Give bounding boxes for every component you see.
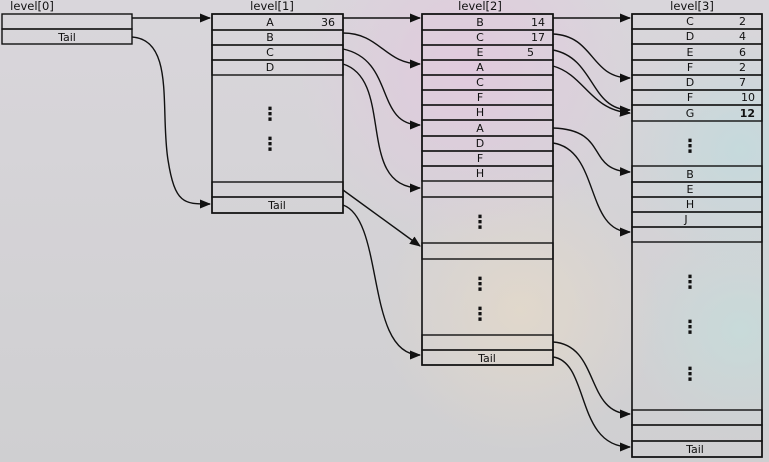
level3-key: D: [686, 76, 694, 89]
pointer-arrow: [552, 341, 632, 419]
level3-ellipsis: ⋮: [681, 364, 699, 385]
level3-key: H: [686, 198, 694, 211]
level2-key: D: [476, 137, 484, 150]
level3-row: [631, 196, 763, 213]
level1-row: [211, 44, 344, 61]
pointer-arrows: [131, 13, 632, 452]
level2-ellipsis: ⋮: [471, 274, 489, 295]
level3-value: 12: [740, 107, 755, 120]
level3-key: B: [686, 168, 694, 181]
level3-header: level[3]: [670, 0, 714, 13]
level2-key: A: [476, 61, 484, 74]
level1-row-empty: [211, 181, 344, 198]
pointer-arrow: [552, 356, 632, 452]
level1-key: A: [266, 16, 274, 29]
level3-ellipsis: ⋮: [681, 136, 699, 157]
level3-value: 4: [739, 30, 746, 43]
level2-value: 17: [531, 31, 545, 44]
level2-header: level[2]: [458, 0, 502, 13]
level2-row: [421, 150, 554, 167]
level2-key: C: [476, 31, 484, 44]
level1-key: D: [266, 61, 274, 74]
pointer-arrow: [552, 65, 632, 117]
pointer-arrow: [552, 33, 632, 83]
level2-row: [421, 119, 554, 137]
level2-key: F: [477, 91, 483, 104]
level3-key: F: [687, 61, 693, 74]
level3-row: [631, 211, 763, 228]
level3-row-empty: [631, 424, 763, 442]
level3-value: 7: [739, 76, 746, 89]
level2-column: B 14 C 17 E 5 A C F H A D F H ⋮ ⋮ ⋮ Tail: [421, 13, 554, 366]
level2-row: [421, 135, 554, 152]
level3-key: G: [686, 107, 695, 120]
pointer-arrow: [342, 189, 421, 247]
level3-row-empty: [631, 409, 763, 426]
level3-ellipsis: ⋮: [681, 272, 699, 293]
level1-ellipsis: ⋮: [261, 134, 279, 155]
level1-key: C: [266, 46, 274, 59]
level2-key: F: [477, 152, 483, 165]
level2-key: H: [476, 106, 484, 119]
level3-tail-label: Tail: [685, 443, 704, 456]
level2-row: [421, 89, 554, 106]
level2-key: E: [477, 46, 484, 59]
level2-key: B: [476, 16, 484, 29]
level3-row-tail: [631, 440, 763, 458]
level3-value: 10: [741, 91, 755, 104]
level1-column: A 36 B C D ⋮ ⋮ Tail: [211, 13, 344, 214]
level3-row: [631, 226, 763, 243]
pointer-arrow: [552, 142, 632, 237]
pointer-arrow: [552, 127, 632, 177]
level2-key: C: [476, 76, 484, 89]
level3-key: J: [683, 213, 687, 226]
level3-row: [631, 104, 763, 122]
pointer-arrow: [342, 204, 422, 360]
pointer-arrow: [131, 36, 212, 209]
level0-column: Tail: [1, 13, 133, 45]
level1-row: [211, 29, 344, 46]
pointer-arrow: [342, 32, 422, 69]
level3-row: [631, 181, 763, 198]
level3-row: [631, 165, 763, 183]
level2-tail-label: Tail: [477, 352, 496, 365]
level1-header: level[1]: [250, 0, 294, 13]
level3-value: 6: [739, 46, 746, 59]
level2-ellipsis: ⋮: [471, 212, 489, 233]
level3-value: 2: [739, 15, 746, 28]
level0-cell-tail: [1, 28, 133, 45]
level0-header: level[0]: [10, 0, 54, 13]
level3-key: E: [687, 183, 694, 196]
level1-value: 36: [321, 16, 335, 29]
level3-key: E: [687, 46, 694, 59]
level2-value: 5: [527, 46, 534, 59]
level1-ellipsis: ⋮: [261, 104, 279, 125]
level3-key: F: [687, 91, 693, 104]
level2-row: [421, 104, 554, 121]
level2-row: [421, 74, 554, 91]
level3-key: C: [686, 15, 694, 28]
level3-column: C 2 D 4 E 6 F 2 D 7 F 10 G 12 ⋮ B E H J …: [631, 13, 763, 458]
level2-row-empty: [421, 334, 554, 351]
level2-value: 14: [531, 16, 545, 29]
level0-tail-label: Tail: [57, 31, 76, 44]
level2-key: H: [476, 167, 484, 180]
level2-key: A: [476, 122, 484, 135]
pointer-arrow: [552, 49, 632, 115]
pointer-arrow: [342, 48, 422, 130]
level2-ellipsis: ⋮: [471, 304, 489, 325]
level1-key: B: [266, 31, 274, 44]
level2-row: [421, 165, 554, 182]
level1-tail-label: Tail: [267, 199, 286, 212]
level2-row: [421, 59, 554, 76]
level1-row: [211, 59, 344, 76]
level0-cell-empty: [1, 13, 133, 30]
level3-key: D: [686, 30, 694, 43]
level3-value: 2: [739, 61, 746, 74]
level2-row-empty: [421, 242, 554, 260]
pointer-arrow: [342, 63, 422, 193]
level3-ellipsis: ⋮: [681, 317, 699, 338]
